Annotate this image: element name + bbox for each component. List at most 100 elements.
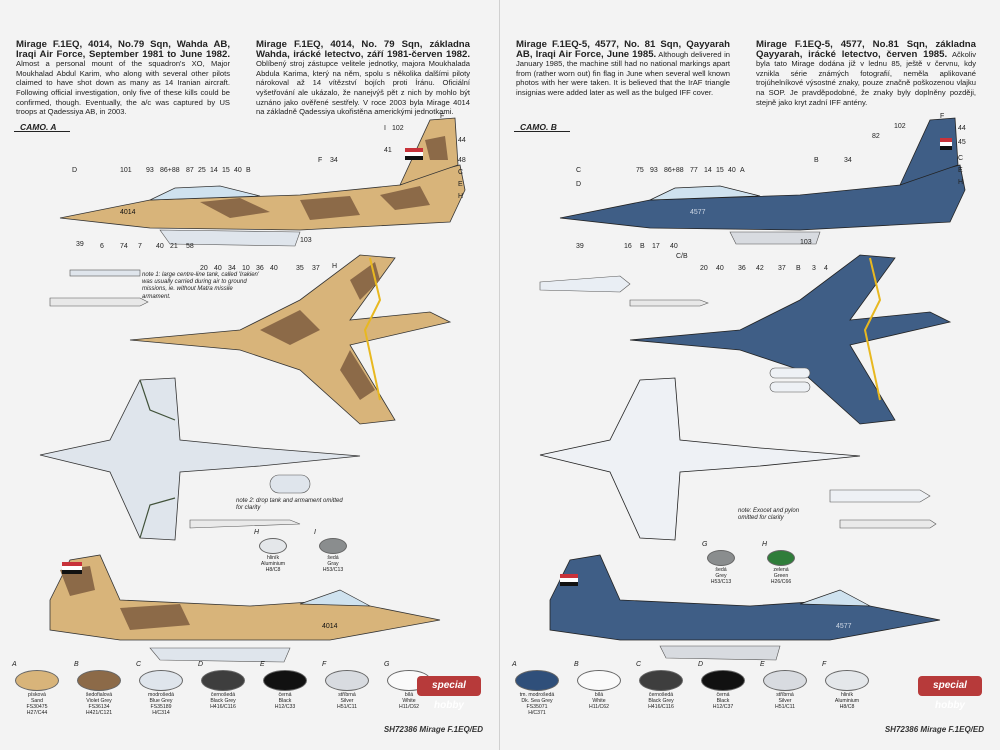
bottom-view-left [539,377,937,541]
callout: 82 [872,133,880,140]
callout: 103 [800,239,812,246]
callout: H [332,263,337,270]
brand-logo: special hobby [417,676,481,711]
callout: 102 [894,123,906,130]
callout: 35 [296,265,304,272]
brand-logo: special hobby [918,676,982,711]
product-code: SH72386 Mirage F.1EQ/ED [884,725,984,734]
callout: 34 [844,157,852,164]
side-view-left: 45 77 [559,117,966,245]
callout: 103 [300,237,312,244]
callout: B [796,265,801,272]
callouts-a: D 101 93 86+88 87 25 14 15 40 B F 34 I 1… [72,113,466,272]
aircraft-drawings-a: 4014 4014 [39,113,466,663]
description-cz-body: Ačkoliv byla tato Mirage dodána již v le… [756,49,976,107]
callout: 77 [690,167,698,174]
callout: F [318,157,322,164]
callout: I [384,125,386,132]
mini-swatches-b: G šedá Grey H53/C13 H zelená Green H26/C… [696,541,806,585]
camo-label: CAMO. A [14,122,70,132]
callout: 20 [700,265,708,272]
callout: 16 [624,243,632,250]
callout: 39 [76,241,84,248]
callout: C [576,167,581,174]
description-cz-title: Mirage F.1EQ-5, 4577, No.81 Sqn, základn… [756,39,976,60]
callout: 6 [100,243,104,250]
top-view-left [629,254,952,425]
callout: B [246,167,251,174]
callout: B [814,157,819,164]
aircraft-serial-side: 4577 [690,209,706,216]
callout: D [576,181,581,188]
callout: 44 [458,137,466,144]
callout: 48 [458,157,466,164]
callout: 34 [228,265,236,272]
callout: 58 [186,243,194,250]
callout: 37 [312,265,320,272]
swatch-h: H hliník Aluminium H8/C8 [254,529,287,573]
swatch-chip [319,538,347,554]
callout: 40 [716,265,724,272]
callout: 44 [958,125,966,132]
bottom-view-left [39,377,361,541]
callout: 93 [650,167,658,174]
callout: H [458,193,463,200]
callout: A [740,167,745,174]
callout: 37 [778,265,786,272]
callout: 41 [384,147,392,154]
callout: 86+88 [664,167,684,174]
aircraft-serial-side2: 4577 [836,623,852,630]
description-en-body: Almost a personal mount of the squadron'… [16,59,230,117]
side-view-left: 4014 [59,117,466,247]
callout: 17 [652,243,660,250]
callout: 15 [222,167,230,174]
callout: 45 [958,139,966,146]
description-en-body: Although delivered in January 1985, the … [516,49,730,97]
callout: 4 [824,265,828,272]
callout: F [940,113,944,120]
note: note: Exocet and pylon omitted for clari… [738,508,800,522]
description-en-title: Mirage F.1EQ, 4014, No.79 Sqn, Wahda AB,… [16,39,230,60]
callout: D [72,167,77,174]
callout: C/B [676,253,688,260]
swatch-g: G šedá Grey H53/C13 [696,541,746,585]
callouts-b: C D 75 93 86+88 77 14 15 40 A B 34 82 10… [576,113,966,272]
callout: F [440,113,444,120]
callout: 86+88 [160,167,180,174]
description-cz-title: Mirage F.1EQ, 4014, No. 79 Sqn, základna… [256,39,470,60]
callout: 93 [146,167,154,174]
weapons-right [539,275,709,307]
weapons-left [49,269,149,307]
callout: 42 [756,265,764,272]
swatch-chip [259,538,287,554]
callout: 14 [704,167,712,174]
callout: B [640,243,645,250]
callout: E [958,167,963,174]
side-view-right: 4014 [49,554,441,663]
callout: E [458,181,463,188]
callout: 20 [200,265,208,272]
callout: 74 [120,243,128,250]
callout: 7 [138,243,142,250]
note-2: note 2: drop tank and armament omitted f… [236,498,343,512]
description-en-b: Mirage F.1EQ-5, 4577, No. 81 Sqn, Qayyar… [516,40,730,98]
callout: 34 [330,157,338,164]
callout: 10 [242,265,250,272]
callout: 40 [270,265,278,272]
note-1: note 1: large centre-line tank, called '… [142,272,260,300]
camo-label: CAMO. B [514,122,570,132]
callout: 36 [256,265,264,272]
description-en-a: Mirage F.1EQ, 4014, No.79 Sqn, Wahda AB,… [16,40,230,117]
